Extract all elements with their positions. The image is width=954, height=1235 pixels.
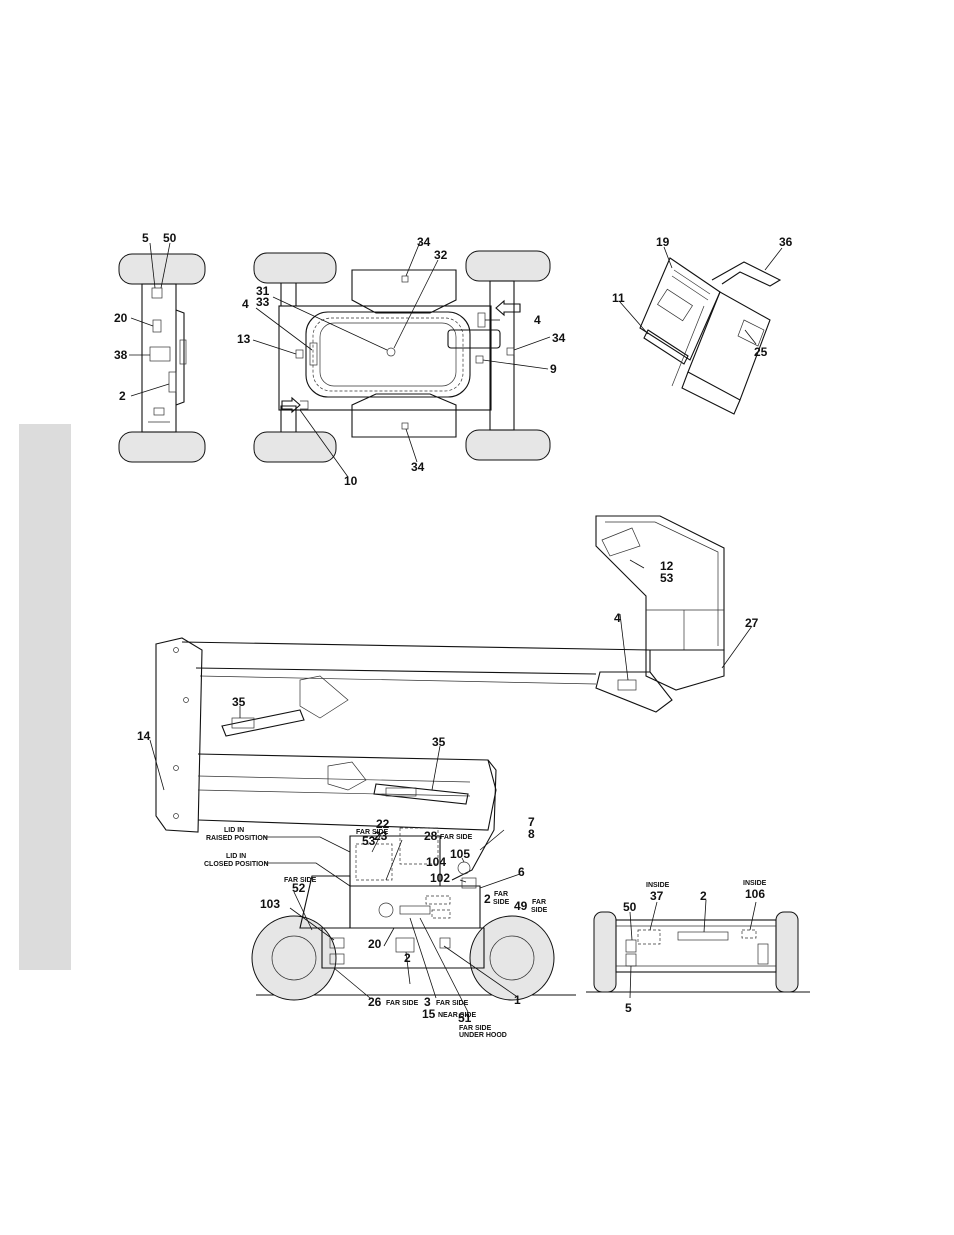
- label-27: 27: [745, 616, 759, 630]
- label-37: 37: [650, 889, 664, 903]
- label-4-right: 4: [534, 313, 541, 327]
- label-49: 49: [514, 899, 528, 913]
- label-50: 50: [163, 231, 177, 245]
- label-34-top: 34: [417, 235, 431, 249]
- label-106: 106: [745, 887, 765, 901]
- label-under-hood-51: UNDER HOOD: [459, 1032, 507, 1039]
- label-34-right: 34: [552, 331, 566, 345]
- label-32: 32: [434, 248, 448, 262]
- label-lid-raised-2: RAISED POSITION: [206, 835, 268, 842]
- label-side-49: SIDE: [531, 907, 548, 914]
- label-far-2: FAR: [494, 891, 508, 898]
- label-35-upper: 35: [232, 695, 246, 709]
- label-3: 3: [424, 995, 431, 1009]
- label-102: 102: [430, 871, 450, 885]
- label-103: 103: [260, 897, 280, 911]
- label-2-far: 2: [484, 892, 491, 906]
- label-31: 31: [256, 284, 270, 298]
- label-20-base: 20: [368, 937, 382, 951]
- label-8: 8: [528, 827, 535, 841]
- label-13: 13: [237, 332, 251, 346]
- label-9: 9: [550, 362, 557, 376]
- label-side-2: SIDE: [493, 899, 510, 906]
- label-53-base: 53: [362, 834, 376, 848]
- label-15: 15: [422, 1007, 436, 1021]
- label-105: 105: [450, 847, 470, 861]
- label-34-bottom: 34: [411, 460, 425, 474]
- label-far-side-53: FAR SIDE: [356, 829, 389, 836]
- label-53-platform: 53: [660, 571, 674, 585]
- label-22: 22: [376, 817, 390, 831]
- label-lid-raised-1: LID IN: [224, 827, 244, 834]
- label-20: 20: [114, 311, 128, 325]
- label-104: 104: [426, 855, 446, 869]
- label-14: 14: [137, 729, 151, 743]
- label-36: 36: [779, 235, 793, 249]
- label-far-side-51: FAR SIDE: [459, 1025, 492, 1032]
- label-1: 1: [514, 993, 521, 1007]
- label-far-side-52: FAR SIDE: [284, 877, 317, 884]
- label-far-49: FAR: [532, 899, 546, 906]
- label-35-lower: 35: [432, 735, 446, 749]
- top-left-end-view: [118, 242, 206, 463]
- label-far-side-26: FAR SIDE: [386, 1000, 419, 1007]
- label-28: 28: [424, 829, 438, 843]
- label-50-rear: 50: [623, 900, 637, 914]
- label-7: 7: [528, 815, 535, 829]
- base-side-view: [251, 827, 576, 1013]
- label-inside-106: INSIDE: [743, 880, 767, 887]
- label-19: 19: [656, 235, 670, 249]
- label-51: 51: [458, 1011, 472, 1025]
- label-lid-closed-2: CLOSED POSITION: [204, 861, 269, 868]
- label-26: 26: [368, 995, 382, 1009]
- label-far-side-3: FAR SIDE: [436, 1000, 469, 1007]
- label-lid-closed-1: LID IN: [226, 853, 246, 860]
- label-25: 25: [754, 345, 768, 359]
- label-near-side-15: NEAR SIDE: [438, 1012, 476, 1019]
- label-2-rear: 2: [700, 889, 707, 903]
- label-inside-37: INSIDE: [646, 882, 670, 889]
- top-right-platform-detail: [619, 246, 783, 415]
- label-2: 2: [119, 389, 126, 403]
- label-10: 10: [344, 474, 358, 488]
- rear-view: [586, 899, 810, 999]
- label-far-side-28: FAR SIDE: [440, 834, 473, 841]
- label-4-left: 4: [242, 297, 249, 311]
- top-plan-view: [252, 241, 551, 478]
- label-6: 6: [518, 865, 525, 879]
- label-38: 38: [114, 348, 128, 362]
- label-12: 12: [660, 559, 674, 573]
- label-52: 52: [292, 881, 306, 895]
- boom-side-view: [149, 515, 753, 881]
- label-4-boom: 4: [614, 611, 621, 625]
- label-5-rear: 5: [625, 1001, 632, 1015]
- label-2-base: 2: [404, 951, 411, 965]
- page-side-tab: [19, 424, 71, 970]
- label-23: 23: [374, 829, 388, 843]
- label-5: 5: [142, 231, 149, 245]
- label-11: 11: [612, 291, 625, 305]
- label-33: 33: [256, 295, 270, 309]
